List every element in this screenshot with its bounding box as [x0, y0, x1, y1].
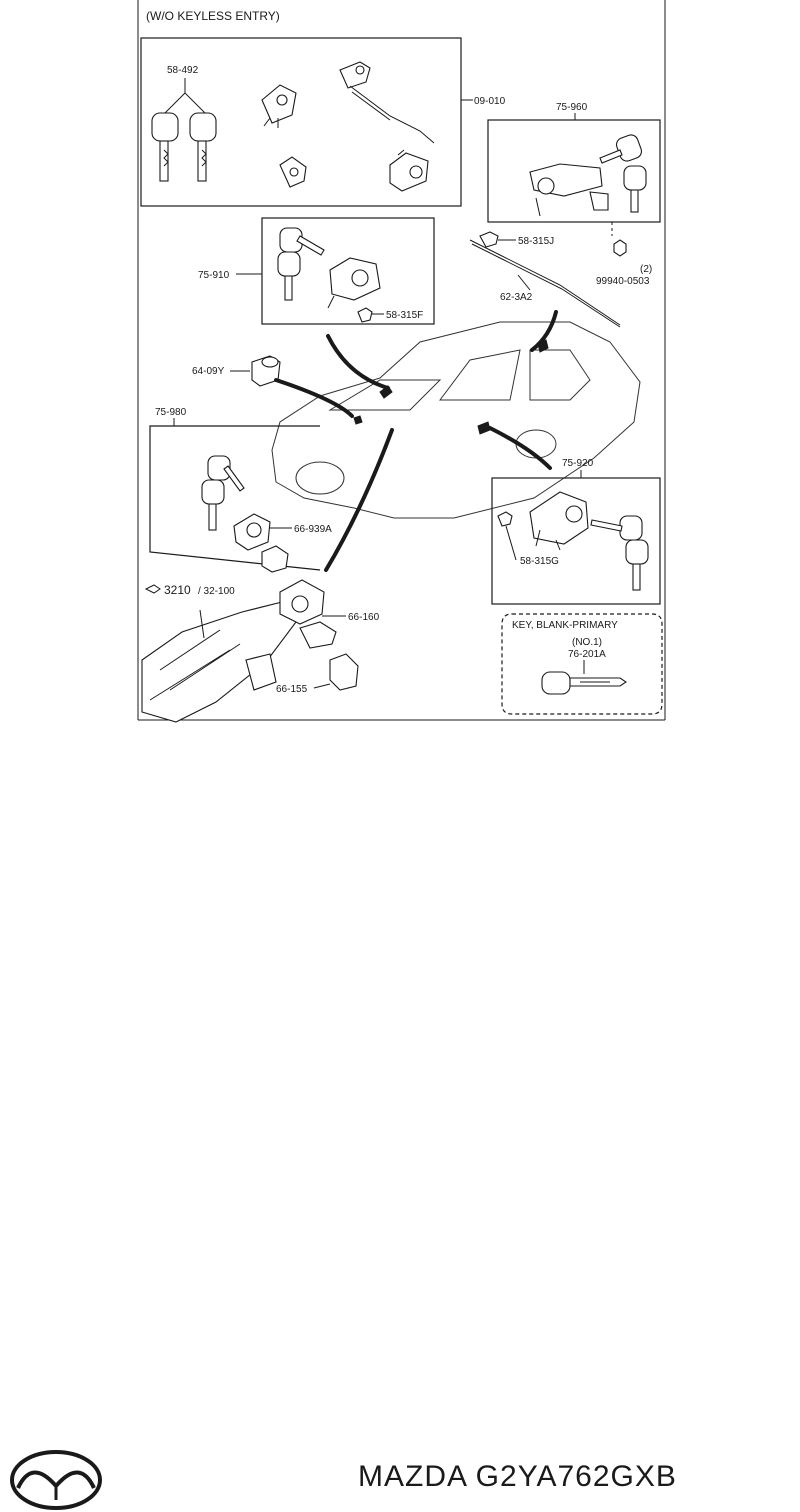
- label-66-939A: 66-939A: [294, 524, 332, 535]
- key-blank-icon: [541, 671, 627, 695]
- key-blank-no: (NO.1): [572, 637, 602, 648]
- box-09-010: [140, 37, 462, 207]
- callout-arrow: [326, 334, 390, 390]
- label-99940-0503: 99940-0503: [596, 276, 650, 287]
- car-illustration: [271, 321, 641, 519]
- door-lock-cylinder-icon: [529, 491, 589, 551]
- key-blank-part: 76-201A: [568, 649, 606, 660]
- switch-body-icon: [261, 545, 289, 573]
- group-09-010: 09-010 58-492: [140, 37, 506, 207]
- parts-diagram: (W/O KEYLESS ENTRY) 09-010 58-492: [137, 0, 666, 723]
- label-62-3A2: 62-3A2: [500, 292, 533, 303]
- brand-bar: MAZDA G2YA762GXB: [0, 722, 800, 1510]
- label-58-315J: 58-315J: [518, 236, 554, 247]
- mazda-logo-icon: [10, 1450, 102, 1510]
- label-58-315G: 58-315G: [520, 556, 559, 567]
- diagram-header: (W/O KEYLESS ENTRY): [146, 9, 280, 23]
- label-99940-qty: (2): [640, 264, 652, 275]
- box-75-920: [491, 477, 661, 605]
- pointer-icon: [144, 584, 161, 594]
- box-75-980: [149, 425, 321, 571]
- ignition-switch-icon: [233, 513, 271, 551]
- clip-icon: [357, 307, 373, 323]
- label-32-100: / 32-100: [198, 586, 235, 597]
- label-58-315F: 58-315F: [386, 310, 423, 321]
- key-blank-title: KEY, BLANK-PRIMARY: [512, 620, 618, 631]
- label-75-920: 75-920: [562, 458, 594, 469]
- label-75-980: 75-980: [155, 407, 187, 418]
- key-icon: [625, 539, 649, 591]
- nut-icon: [613, 239, 627, 257]
- label-58-492: 58-492: [167, 65, 199, 76]
- lock-rod-line: [469, 239, 621, 326]
- key-icon: [590, 515, 643, 541]
- liftgate-latch-icon: [529, 163, 609, 217]
- lock-rod-icon: [339, 61, 435, 144]
- key-icon: [151, 112, 179, 182]
- label-64-09Y: 64-09Y: [192, 366, 225, 377]
- label-66-155: 66-155: [276, 684, 308, 695]
- box-75-910: [261, 217, 435, 325]
- clip-icon: [479, 231, 499, 248]
- callout-arrow: [324, 428, 394, 572]
- label-75-910: 75-910: [198, 270, 230, 281]
- key-icon: [189, 112, 217, 182]
- label-09-010: 09-010: [474, 96, 506, 107]
- lock-cylinder-icon: [279, 156, 307, 188]
- group-75-920: 75-920 58-315G: [491, 458, 661, 605]
- key-icon: [623, 165, 647, 213]
- group-75-910: 75-910 58-315F: [198, 217, 435, 325]
- group-75-980: 75-980 66-939A: [149, 407, 332, 573]
- door-lock-cylinder-icon: [327, 257, 381, 309]
- door-latch-icon: [261, 84, 297, 128]
- label-75-960: 75-960: [556, 102, 588, 113]
- key-icon: [201, 479, 225, 531]
- box-75-960: [487, 119, 661, 223]
- callout-arrow: [488, 426, 552, 470]
- steering-column-icon: [141, 601, 297, 723]
- group-75-960: 75-960: [487, 102, 661, 236]
- steering-column-group: 3210 / 32-100 66-160 66-155: [141, 579, 380, 723]
- key-icon: [599, 134, 643, 164]
- brand-part-number: MAZDA G2YA762GXB: [358, 1460, 677, 1493]
- door-lock-actuator-icon: [389, 149, 429, 192]
- key-blank-box: KEY, BLANK-PRIMARY (NO.1) 76-201A: [501, 613, 663, 715]
- label-66-160: 66-160: [348, 612, 380, 623]
- key-icon: [277, 251, 301, 301]
- callout-arrow: [530, 310, 558, 352]
- group-58-315J: 58-315J (2) 99940-0503 62-3A2: [469, 231, 652, 328]
- label-3210: 3210: [164, 583, 191, 597]
- callout-arrow: [274, 378, 354, 418]
- group-64-09Y: 64-09Y: [192, 355, 281, 387]
- key-reminder-switch-icon: [329, 653, 359, 691]
- key-icon: [279, 227, 325, 256]
- clip-icon: [497, 511, 513, 527]
